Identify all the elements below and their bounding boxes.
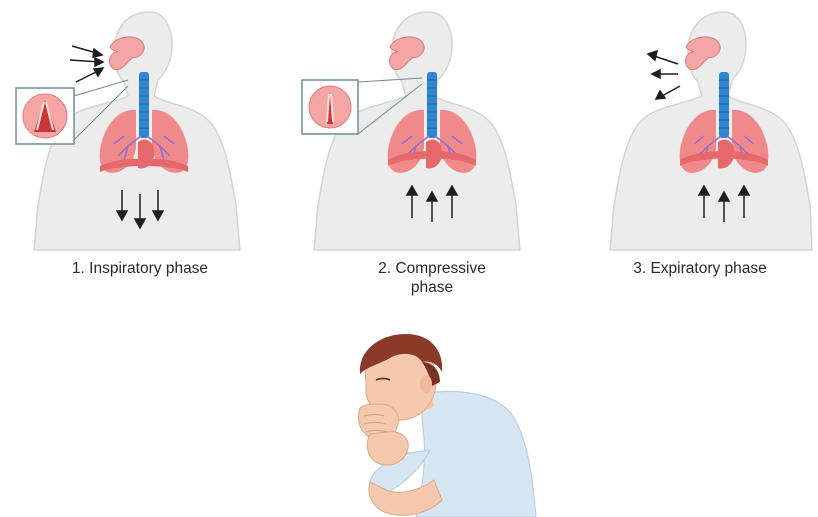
- torso-illustration-inspiratory: [0, 0, 260, 255]
- air-inflow-arrows: [70, 46, 103, 82]
- coughing-person-illustration: [330, 330, 550, 517]
- phase-label-inspiratory: 1. Inspiratory phase: [30, 259, 250, 278]
- torso-illustration-expiratory: [574, 0, 818, 255]
- air-outflow-arrows: [648, 51, 680, 99]
- ear: [420, 375, 432, 393]
- torso-illustration-compressive: [288, 0, 548, 255]
- panel-compressive: 2. Compressive phase: [288, 0, 548, 300]
- phase-label-expiratory: 3. Expiratory phase: [590, 259, 810, 278]
- phase-label-compressive: 2. Compressive phase: [322, 259, 542, 297]
- panel-expiratory: 3. Expiratory phase: [574, 0, 818, 300]
- panel-inspiratory: 1. Inspiratory phase: [0, 0, 260, 300]
